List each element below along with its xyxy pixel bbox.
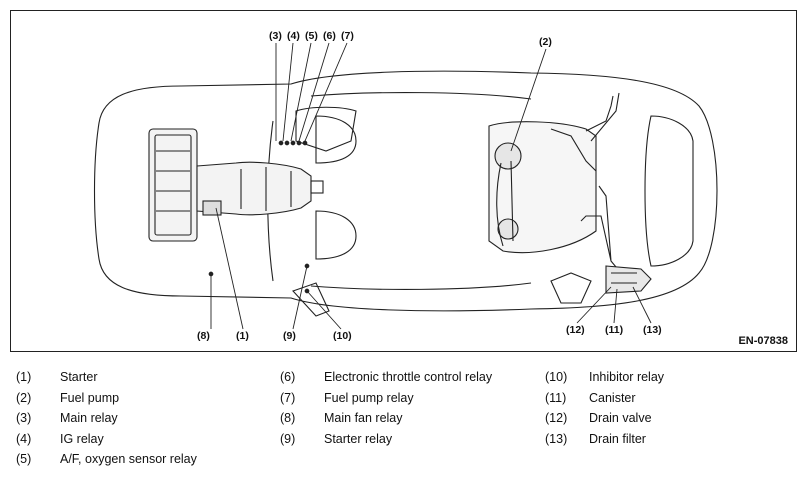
callout-3: (3) bbox=[269, 30, 282, 42]
legend-label: Canister bbox=[589, 390, 636, 405]
legend-number: (7) bbox=[280, 390, 296, 405]
callout-2: (2) bbox=[539, 36, 552, 48]
legend-number: (9) bbox=[280, 431, 296, 446]
callout-13: (13) bbox=[643, 324, 662, 336]
rear-window bbox=[644, 115, 694, 267]
fuel-line-main bbox=[496, 160, 514, 247]
legend-number: (6) bbox=[280, 370, 296, 384]
callout-5: (5) bbox=[305, 30, 318, 42]
leader-line-13 bbox=[632, 286, 652, 324]
callout-10: (10) bbox=[333, 330, 352, 342]
leader-line-12 bbox=[576, 286, 612, 324]
engine-block bbox=[148, 128, 198, 242]
fuel-pump-unit bbox=[494, 142, 522, 170]
front-seat-top bbox=[315, 210, 357, 260]
callout-11: (11) bbox=[605, 324, 623, 336]
legend-label: A/F, oxygen sensor relay bbox=[60, 452, 197, 467]
leader-line-2 bbox=[510, 48, 547, 152]
legend-number: (13) bbox=[545, 431, 568, 446]
transmission bbox=[196, 161, 312, 216]
leader-line-5 bbox=[290, 42, 312, 142]
figure-code: EN-07838 bbox=[738, 335, 788, 347]
callout-12: (12) bbox=[566, 324, 585, 336]
legend-label: Main fan relay bbox=[324, 411, 403, 426]
front-seat-bottom bbox=[315, 115, 357, 164]
legend-label: IG relay bbox=[60, 431, 104, 446]
callout-6: (6) bbox=[323, 30, 336, 42]
legend-number: (2) bbox=[16, 390, 32, 405]
legend-number: (4) bbox=[16, 431, 32, 446]
legend-number: (11) bbox=[545, 390, 567, 405]
leader-line-6 bbox=[298, 42, 330, 142]
legend-label: Starter relay bbox=[324, 431, 393, 446]
callout-7: (7) bbox=[341, 30, 354, 42]
legend-number: (12) bbox=[545, 411, 568, 426]
legend-number: (1) bbox=[16, 370, 32, 384]
legend-number: (3) bbox=[16, 411, 32, 426]
legend-label: Drain filter bbox=[589, 431, 646, 446]
starter-motor bbox=[202, 200, 222, 216]
legend-number: (8) bbox=[280, 411, 296, 426]
legend-label: Electronic throttle control relay bbox=[324, 370, 493, 384]
diagram-frame: (3) (4) (5) (6) (7) (2) (8) (1) (9) (10)… bbox=[10, 10, 797, 352]
legend-number: (5) bbox=[16, 452, 32, 467]
legend: (1) Starter (2) Fuel pump (3) Main relay (4… bbox=[0, 367, 808, 477]
callout-8: (8) bbox=[197, 330, 210, 342]
callout-1: (1) bbox=[236, 330, 249, 342]
legend-number: (10) bbox=[545, 370, 568, 384]
leader-line-4 bbox=[282, 42, 294, 142]
vehicle-layout-diagram: (3) (4) (5) (6) (7) (2) (8) (1) (9) (10)… bbox=[93, 30, 718, 342]
leader-line-1 bbox=[215, 207, 244, 330]
legend-label: Starter bbox=[60, 370, 98, 384]
leader-line-10 bbox=[306, 290, 342, 330]
car-body-outline bbox=[93, 70, 718, 312]
leader-line-11 bbox=[613, 288, 618, 324]
cabin-outline bbox=[310, 92, 532, 290]
canister-assembly bbox=[605, 265, 652, 294]
fuel-line-rear bbox=[580, 92, 622, 274]
callout-9: (9) bbox=[283, 330, 296, 342]
leader-line-9 bbox=[292, 265, 308, 330]
legend-label: Fuel pump bbox=[60, 390, 120, 405]
legend-label: Inhibitor relay bbox=[589, 370, 665, 384]
legend-label: Drain valve bbox=[589, 411, 652, 426]
front-windshield bbox=[295, 106, 357, 152]
leader-line-7 bbox=[304, 42, 348, 142]
callout-4: (4) bbox=[287, 30, 300, 42]
legend-label: Fuel pump relay bbox=[324, 390, 414, 405]
legend-label: Main relay bbox=[60, 411, 118, 426]
